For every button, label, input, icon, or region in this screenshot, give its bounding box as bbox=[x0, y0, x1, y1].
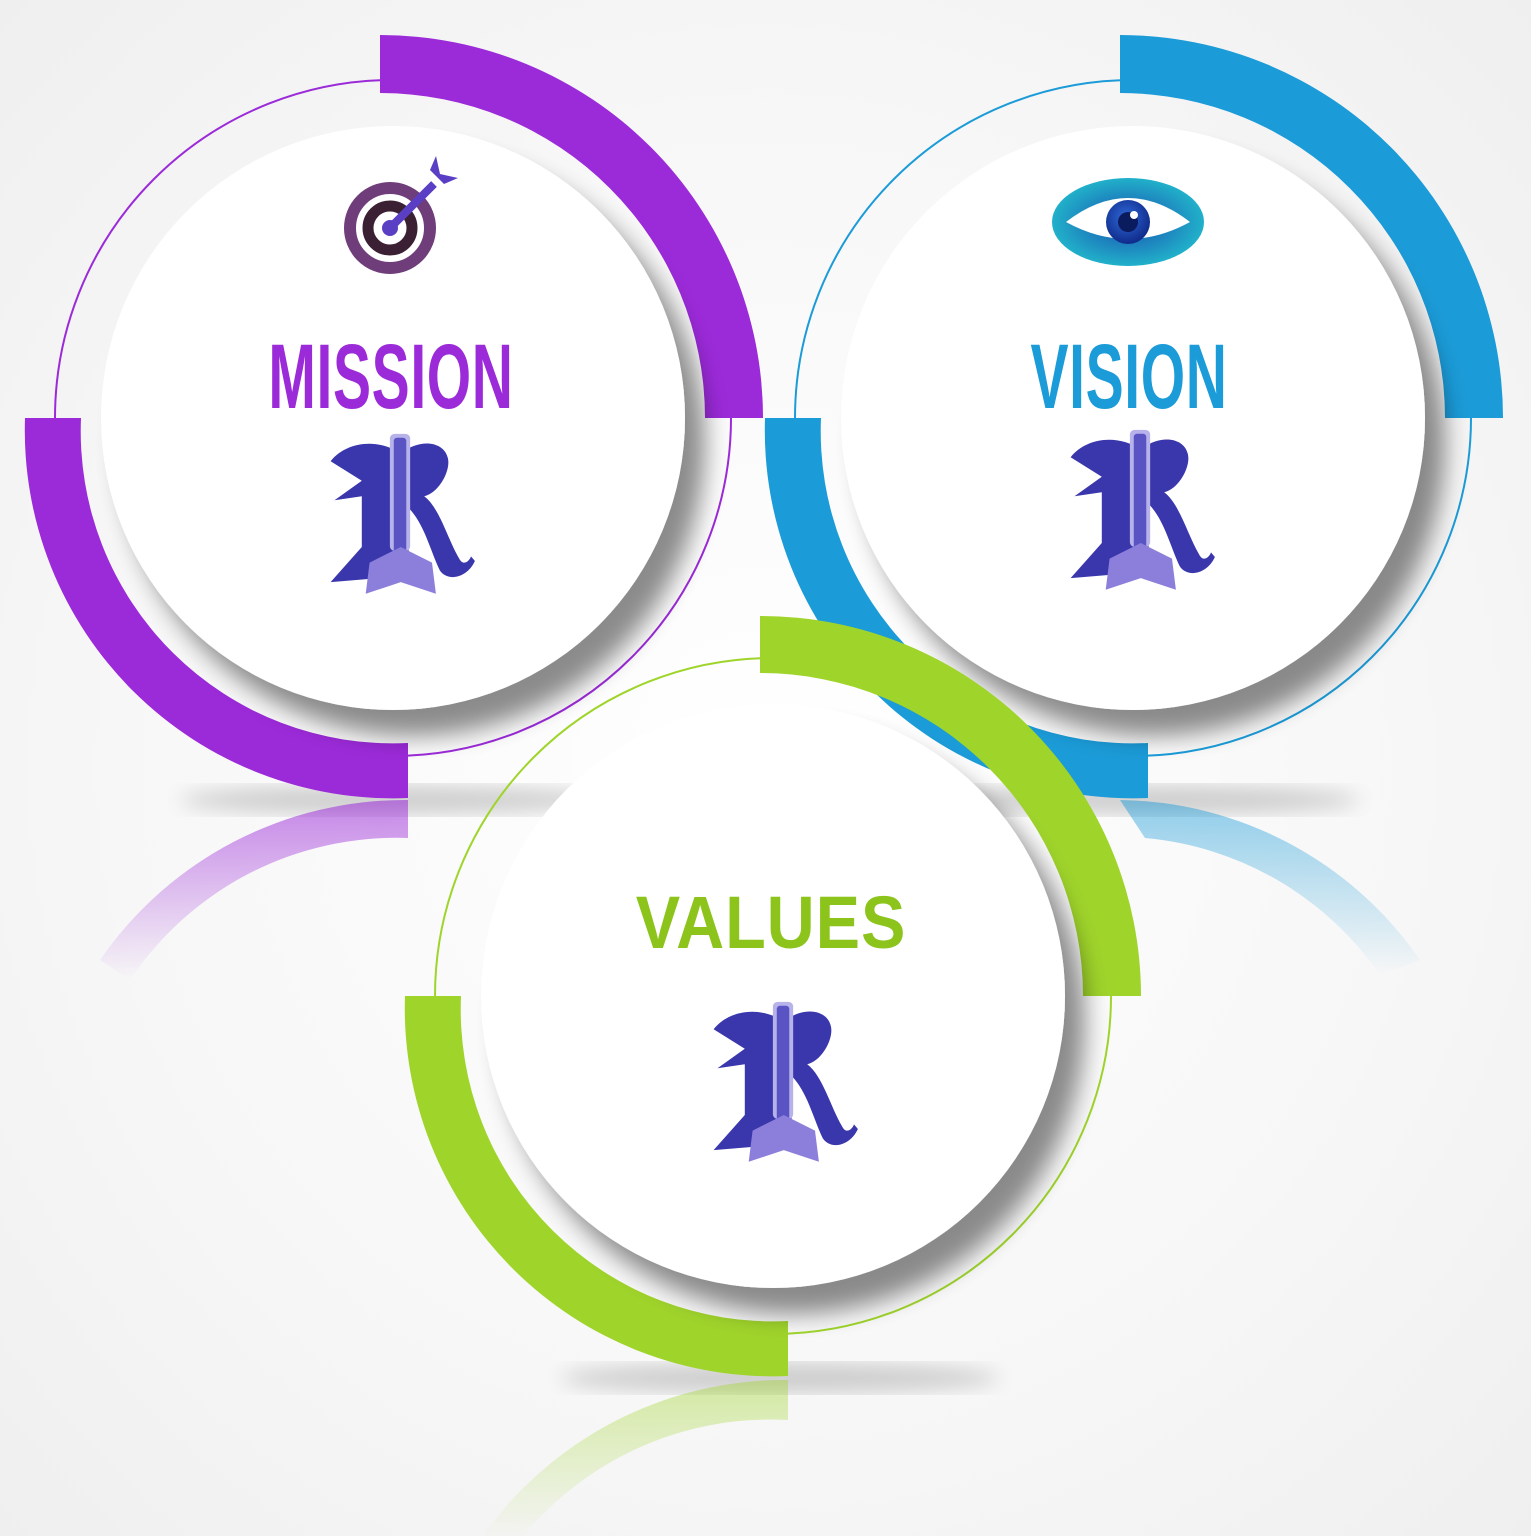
mission-disc bbox=[101, 126, 685, 710]
vision-label: VISION bbox=[1030, 326, 1228, 428]
target-with-arrow-icon bbox=[344, 156, 458, 274]
vision-arc-top-right bbox=[1120, 35, 1503, 418]
values-circle bbox=[404, 615, 1141, 1377]
mission-arc-top-right bbox=[380, 35, 763, 418]
mission-arc-bottom-left bbox=[24, 418, 408, 799]
vision-circle bbox=[764, 35, 1503, 799]
values-ground-shadow bbox=[560, 1364, 1000, 1392]
values-arc-bottom-left bbox=[404, 996, 788, 1377]
mission-ground-shadow bbox=[180, 786, 620, 814]
values-reflection bbox=[482, 1379, 788, 1536]
mission-reflection bbox=[100, 799, 408, 980]
mission-label: MISSION bbox=[268, 326, 514, 428]
values-arc-top-right bbox=[760, 615, 1141, 996]
vision-reflection bbox=[1120, 800, 1420, 975]
mission-circle bbox=[24, 35, 763, 799]
values-disc bbox=[481, 704, 1065, 1288]
eye-icon bbox=[1052, 178, 1204, 266]
vision-disc bbox=[841, 126, 1425, 710]
values-label: VALUES bbox=[635, 881, 907, 964]
